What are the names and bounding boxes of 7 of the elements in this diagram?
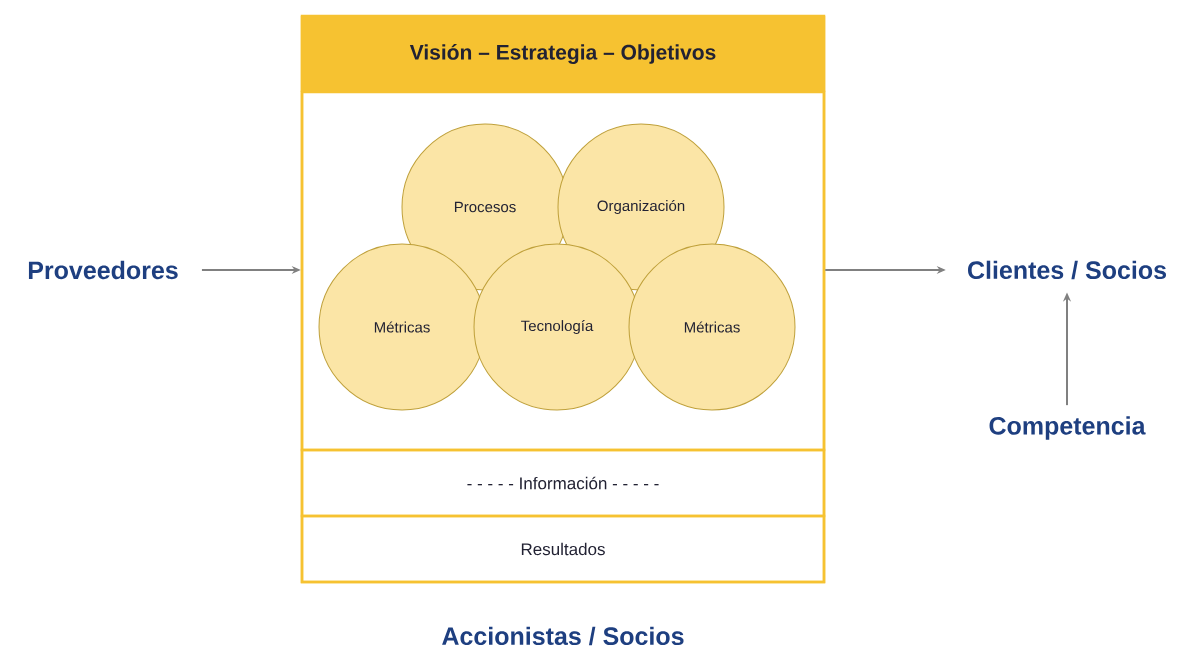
text-box: Resultados <box>300 514 826 584</box>
heading: Clientes / Socios <box>968 260 1166 280</box>
heading: Accionistas / Socios <box>442 626 684 646</box>
heading: Proveedores <box>28 260 178 280</box>
heading: Competencia <box>989 416 1146 440</box>
panel-box <box>300 90 826 452</box>
text-box: - - - - - Información - - - - - <box>300 448 826 518</box>
